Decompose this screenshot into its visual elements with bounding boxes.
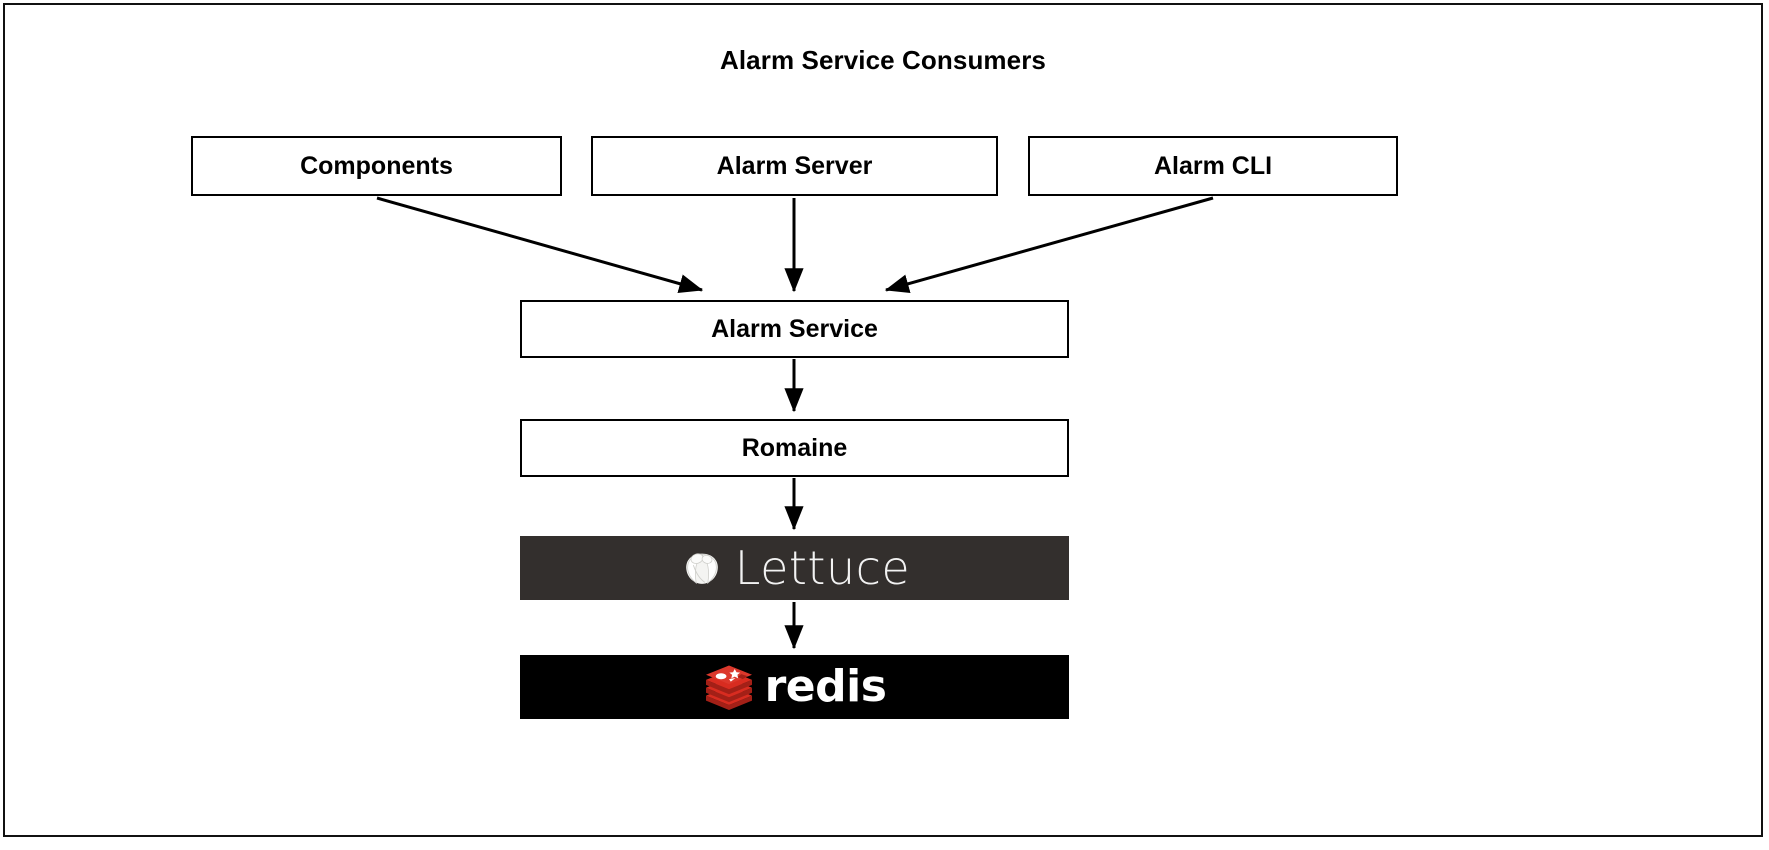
node-alarm-server[interactable]: Alarm Server xyxy=(591,136,998,196)
edge-alarm-cli-to-alarm-service xyxy=(884,196,1214,294)
node-romaine-label: Romaine xyxy=(741,433,848,462)
node-alarm-service-label: Alarm Service xyxy=(711,314,878,343)
edge-components-to-alarm-service xyxy=(376,196,704,294)
page-title: Alarm Service Consumers xyxy=(719,45,1046,75)
node-components[interactable]: Components xyxy=(191,136,562,196)
node-components-label: Components xyxy=(300,151,453,180)
redis-wordmark: redis xyxy=(764,661,887,712)
redis-stack-icon xyxy=(703,664,755,710)
lettuce-wordmark: Lettuce xyxy=(734,541,911,595)
node-alarm-server-label: Alarm Server xyxy=(716,151,873,180)
node-redis[interactable]: redis xyxy=(520,655,1069,719)
node-alarm-cli-label: Alarm CLI xyxy=(1153,151,1273,180)
node-romaine[interactable]: Romaine xyxy=(520,419,1069,477)
node-alarm-service[interactable]: Alarm Service xyxy=(520,300,1069,358)
lettuce-icon xyxy=(679,545,725,591)
node-alarm-cli[interactable]: Alarm CLI xyxy=(1028,136,1398,196)
node-lettuce[interactable]: Lettuce xyxy=(520,536,1069,600)
diagram-frame: Alarm Service Consumers xyxy=(3,3,1763,837)
